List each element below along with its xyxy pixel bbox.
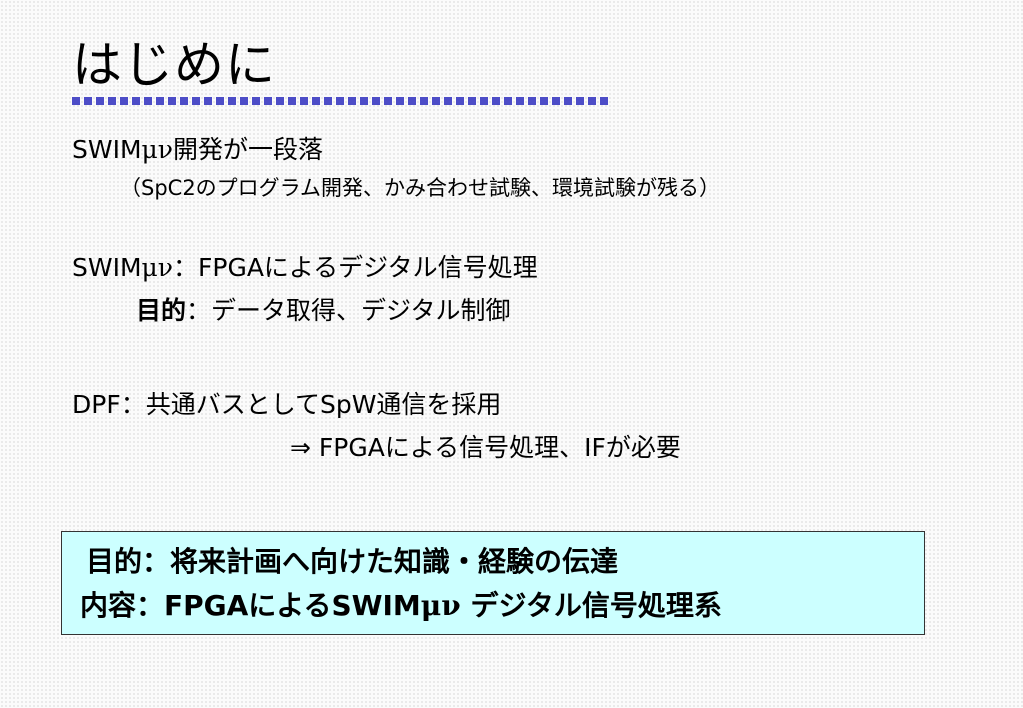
signal-suffix: ：FPGAによるデジタル信号処理	[172, 253, 538, 282]
status-prefix: SWIM	[72, 135, 142, 164]
purpose-line: 目的：データ取得、デジタル制御	[136, 296, 511, 326]
remaining-tasks-line: （SpC2のプログラム開発、かみ合わせ試験、環境試験が残る）	[120, 176, 721, 200]
signal-processing-line: SWIMμν：FPGAによるデジタル信号処理	[72, 253, 538, 283]
status-greek: μν	[141, 135, 173, 164]
summary-content: 内容：FPGAによるSWIMμν デジタル信号処理系	[80, 584, 924, 628]
purpose-label: 目的	[136, 296, 187, 325]
summary-content-prefix: 内容：FPGAによるSWIM	[80, 589, 421, 622]
purpose-text: ：データ取得、デジタル制御	[186, 296, 511, 325]
slide-title: はじめに	[72, 36, 276, 94]
summary-purpose: 目的：将来計画へ向けた知識・経験の伝達	[86, 545, 619, 578]
summary-content-greek: μν	[420, 589, 461, 622]
summary-content-suffix: デジタル信号処理系	[460, 589, 722, 622]
summary-box: 目的：将来計画へ向けた知識・経験の伝達 内容：FPGAによるSWIMμν デジタ…	[61, 531, 925, 635]
signal-prefix: SWIM	[72, 253, 142, 282]
requirement-line: ⇒ FPGAによる信号処理、IFが必要	[290, 433, 681, 462]
status-line: SWIMμν開発が一段落	[72, 135, 323, 165]
title-underline	[72, 97, 612, 105]
signal-greek: μν	[141, 253, 173, 282]
status-suffix: 開発が一段落	[172, 135, 323, 164]
dpf-line: DPF：共通バスとしてSpW通信を採用	[72, 390, 502, 419]
